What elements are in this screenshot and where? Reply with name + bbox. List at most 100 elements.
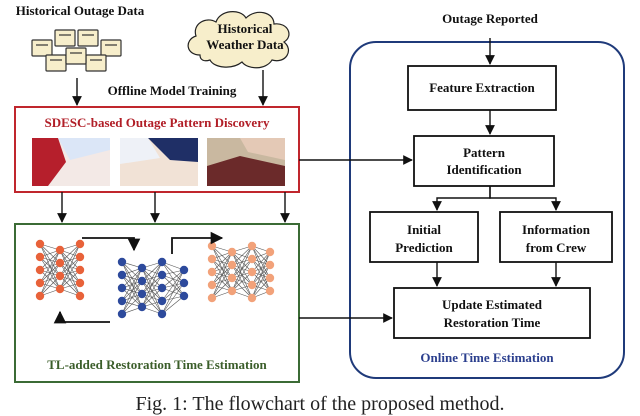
nn-edge	[161, 295, 185, 315]
nn-edge	[39, 249, 61, 271]
nn-neuron-3	[265, 260, 275, 270]
outage-reported-label: Outage Reported	[442, 11, 538, 26]
nn-neuron-3	[207, 280, 217, 290]
nn-edge	[211, 251, 233, 299]
nn-neuron-2	[117, 283, 127, 293]
nn-neuron-3	[227, 273, 237, 283]
nn-edge	[161, 269, 185, 302]
nn-edge	[161, 282, 185, 315]
nn-edge	[121, 280, 143, 315]
nn-neuron-3	[227, 260, 237, 270]
nn-edge	[251, 251, 271, 299]
nn-edge	[59, 243, 81, 277]
nn-neuron-3	[207, 267, 217, 277]
nn-neuron-2	[157, 283, 167, 293]
update-estimated-box	[393, 287, 591, 339]
nn-neuron-1	[75, 239, 85, 249]
online-estimation-title: Online Time Estimation	[420, 350, 554, 365]
nn-edge	[211, 264, 233, 299]
nn-neuron-1	[35, 291, 45, 301]
nn-neuron-1	[75, 291, 85, 301]
weather-data-label-line2: Weather Data	[206, 37, 284, 52]
update-estimated-label-line2: Restoration Time	[443, 315, 541, 330]
nn-neuron-2	[137, 302, 147, 312]
nn-edge	[231, 245, 253, 266]
nn-neuron-2	[117, 270, 127, 280]
nn-edge	[59, 243, 81, 290]
pattern-thumbnail-2	[120, 138, 198, 186]
feature-extraction-box	[407, 65, 557, 111]
information-from-crew-label-line1: Information	[522, 222, 590, 237]
nn-neuron-1	[75, 265, 85, 275]
weather-data-label-line1: Historical	[217, 21, 273, 36]
nn-edge	[121, 293, 143, 315]
figure-caption: Fig. 1: The flowchart of the proposed me…	[135, 393, 505, 415]
nn-edge	[251, 251, 271, 286]
nn-edge	[39, 262, 61, 297]
nn-neuron-3	[247, 267, 257, 277]
nn-edge	[59, 256, 81, 290]
nn-neuron-2	[157, 296, 167, 306]
initial-prediction-box	[369, 211, 479, 263]
pattern-thumbnail-1	[32, 138, 110, 186]
nn-neuron-1	[55, 284, 65, 294]
nn-neuron-1	[35, 265, 45, 275]
nn-edge	[141, 287, 163, 308]
nn-edge	[251, 251, 271, 273]
nn-neuron-3	[227, 286, 237, 296]
nn-neuron-2	[179, 265, 189, 275]
nn-neuron-3	[247, 280, 257, 290]
nn-edge	[231, 245, 253, 292]
nn-edge	[121, 267, 143, 302]
nn-neuron-3	[265, 286, 275, 296]
nn-neuron-3	[247, 241, 257, 251]
nn-edge	[211, 277, 233, 299]
nn-neuron-3	[207, 241, 217, 251]
neural-network-diagram	[35, 239, 275, 319]
nn-neuron-2	[117, 309, 127, 319]
nn-edge	[59, 243, 81, 264]
nn-edge	[39, 275, 61, 297]
nn-edge	[141, 274, 163, 308]
pattern-thumbnail-3	[207, 138, 285, 186]
nn-edge	[161, 269, 185, 315]
nn-neuron-3	[247, 293, 257, 303]
nn-neuron-3	[227, 247, 237, 257]
offline-training-label: Offline Model Training	[107, 83, 237, 98]
nn-edge	[161, 269, 185, 289]
nn-edge	[211, 251, 233, 273]
nn-edge	[121, 267, 143, 289]
pattern-identification-box	[413, 135, 555, 187]
information-from-crew-label-line2: from Crew	[525, 240, 587, 255]
nn-neuron-2	[137, 263, 147, 273]
information-from-crew-box	[499, 211, 613, 263]
weather-cloud-icon	[187, 11, 290, 69]
nn-neuron-2	[117, 257, 127, 267]
nn-edge	[59, 269, 81, 290]
nn-neuron-2	[157, 309, 167, 319]
nn-neuron-1	[35, 239, 45, 249]
nn-edge	[251, 277, 271, 299]
nn-neuron-3	[265, 247, 275, 257]
nn-edge	[251, 264, 271, 299]
nn-neuron-1	[75, 252, 85, 262]
pattern-identification-label-line2: Identification	[446, 162, 522, 177]
server-stack-icon	[31, 29, 122, 72]
nn-neuron-1	[55, 245, 65, 255]
nn-neuron-1	[75, 278, 85, 288]
restoration-estimation-title: TL-added Restoration Time Estimation	[47, 357, 267, 372]
nn-neuron-2	[117, 296, 127, 306]
pattern-identification-label-line1: Pattern	[463, 145, 505, 160]
nn-edge	[141, 261, 163, 295]
nn-edge	[39, 249, 61, 297]
pattern-discovery-title: SDESC-based Outage Pattern Discovery	[44, 115, 270, 130]
nn-neuron-3	[247, 254, 257, 264]
update-estimated-label-line1: Update Estimated	[441, 297, 543, 312]
nn-neuron-3	[207, 254, 217, 264]
nn-neuron-1	[35, 252, 45, 262]
nn-neuron-1	[35, 278, 45, 288]
nn-edge	[121, 267, 143, 315]
nn-neuron-2	[179, 278, 189, 288]
initial-prediction-label-line1: Initial	[407, 222, 441, 237]
